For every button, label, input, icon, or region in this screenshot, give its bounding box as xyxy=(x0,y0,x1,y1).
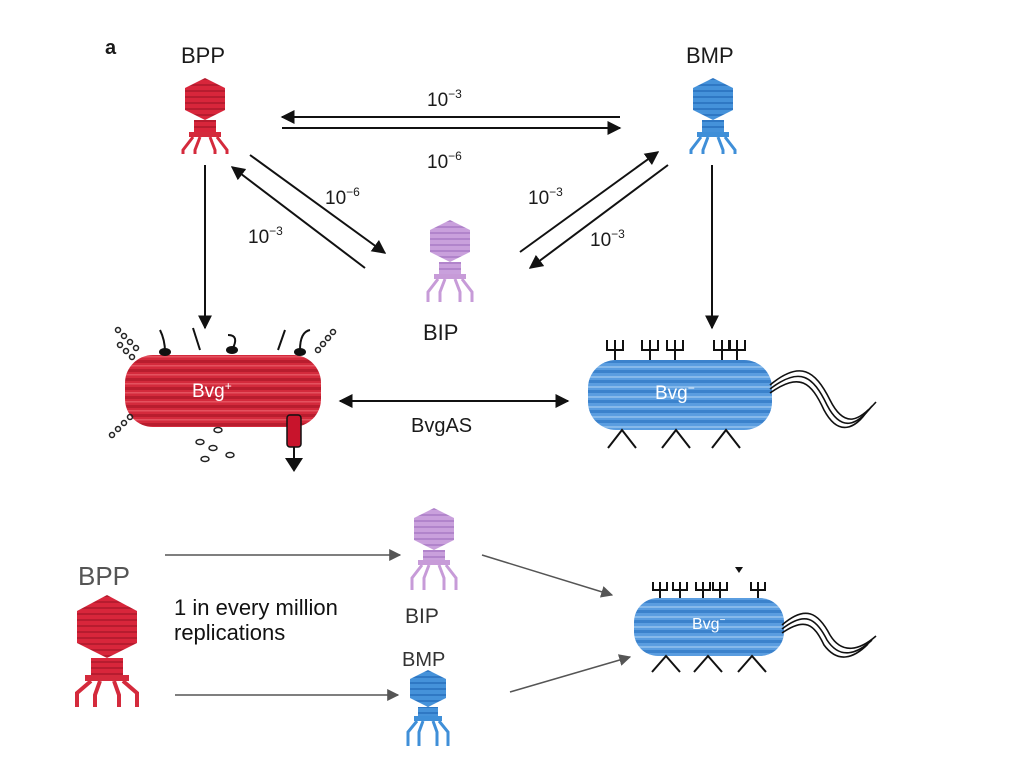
bpp-bmp-arrows xyxy=(280,110,622,135)
flagellum-icon xyxy=(781,612,877,658)
adhesin-icon xyxy=(108,326,337,439)
replication-note-line1: 1 in every million xyxy=(174,595,338,620)
rate-bpp-to-bip: 10−6 xyxy=(325,185,360,209)
secretion-system-icon xyxy=(285,414,303,472)
phage-to-cell-arrows xyxy=(198,165,719,330)
bmp-label: BMP xyxy=(686,43,734,68)
receptor-icon xyxy=(606,340,746,360)
bpp-bip-arrows xyxy=(230,154,387,269)
bvg-plus-cell xyxy=(108,326,337,472)
toxin-icon xyxy=(195,426,235,463)
rate-bpp-to-bmp: 10−6 xyxy=(427,149,462,173)
fimbriae-icon xyxy=(159,327,311,356)
lower-bpp-label: BPP xyxy=(78,561,131,591)
lower-arrows xyxy=(165,549,632,701)
lower-bvg-minus-label: Bvg− xyxy=(692,615,726,633)
lower-bpp-phage-icon xyxy=(75,595,139,707)
bip-bmp-arrows xyxy=(519,151,669,269)
bpp-label: BPP xyxy=(181,43,226,68)
flagellum-icon xyxy=(769,370,877,429)
lower-bmp-phage-icon xyxy=(406,670,450,746)
rate-bmp-to-bip: 10−3 xyxy=(590,227,625,251)
rate-bmp-to-bpp: 10−3 xyxy=(427,87,462,111)
bvgas-label: BvgAS xyxy=(411,415,473,437)
bvg-plus-label: Bvg+ xyxy=(192,379,232,402)
replication-note-line2: replications xyxy=(174,620,286,646)
marker-icon xyxy=(735,567,743,573)
rate-bip-to-bpp: 10−3 xyxy=(248,224,283,248)
bpp-phage-icon xyxy=(181,78,229,154)
receptor-icon xyxy=(652,582,766,598)
lower-bmp-label: BMP xyxy=(402,649,446,671)
lower-bvg-minus-cell xyxy=(634,567,877,673)
lower-bip-phage-icon xyxy=(410,508,458,590)
panel-label: a xyxy=(105,37,117,59)
lower-bip-label: BIP xyxy=(405,605,439,628)
rate-bip-to-bmp: 10−3 xyxy=(528,185,563,209)
adhesin-icon xyxy=(607,428,741,449)
replication-note: 1 in every million replications xyxy=(174,595,384,646)
bvg-minus-label: Bvg− xyxy=(655,381,695,404)
bip-phage-icon xyxy=(426,220,474,302)
bip-label: BIP xyxy=(423,320,459,345)
adhesin-icon xyxy=(651,654,767,673)
bvg-minus-cell xyxy=(588,340,877,449)
bmp-phage-icon xyxy=(689,78,737,154)
